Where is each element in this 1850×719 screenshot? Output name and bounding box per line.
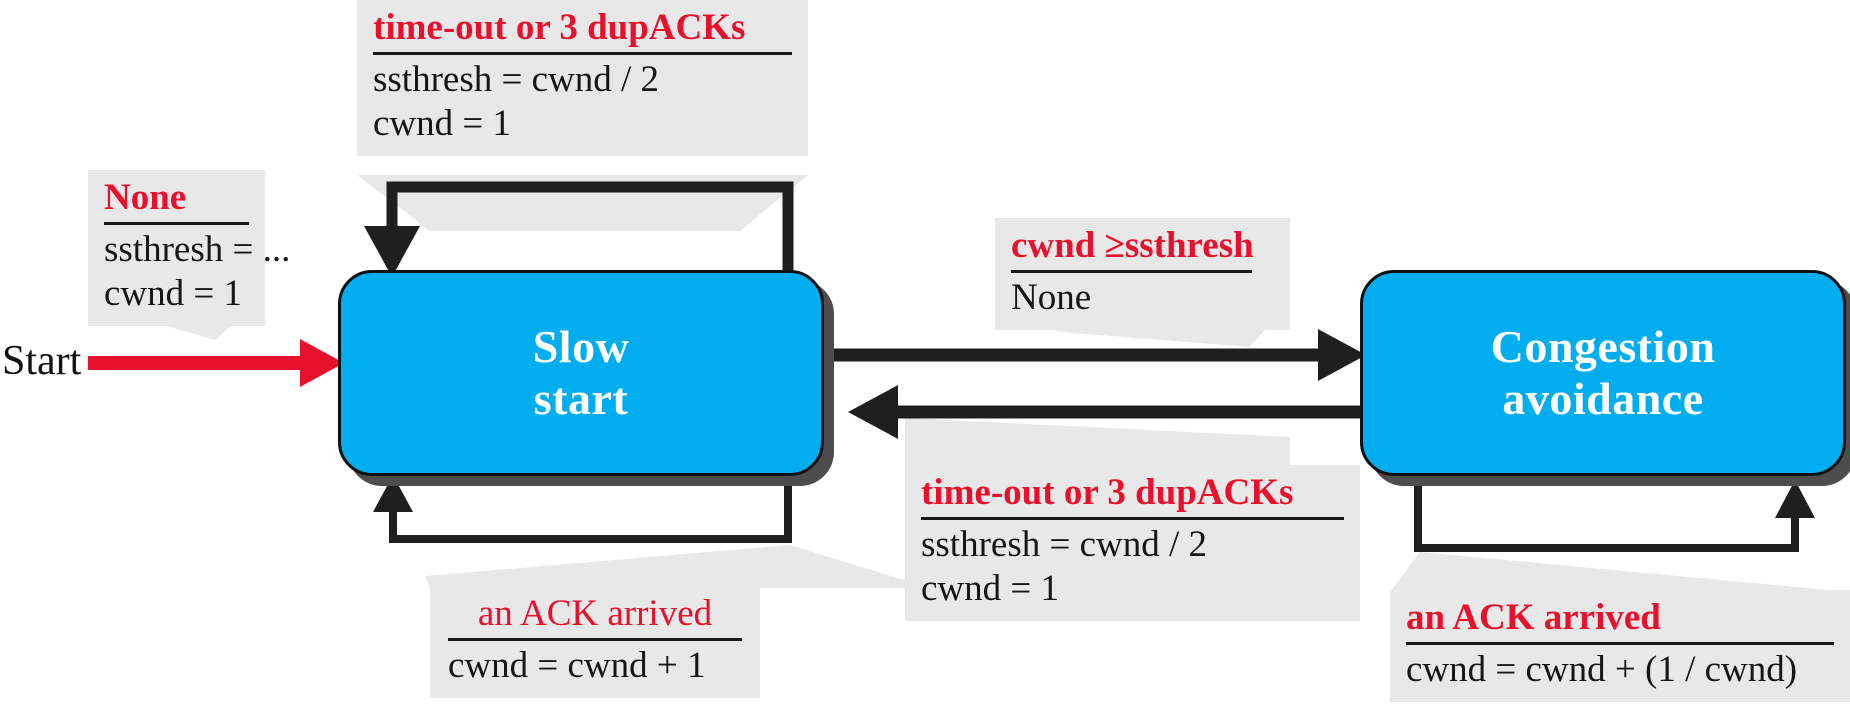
label-slow-start-ack-action-1: cwnd = cwnd + 1 xyxy=(448,644,706,686)
label-init-action-2: cwnd = 1 xyxy=(104,273,243,315)
transition-to-congestion-avoidance-arrow xyxy=(828,329,1366,381)
label-ca-loss-condition: time-out or 3 dupACKs xyxy=(921,472,1294,513)
label-slow-start-loss-condition: time-out or 3 dupACKs xyxy=(373,7,746,48)
label-to-congestion-avoidance: cwnd ≥ssthresh None xyxy=(995,218,1290,331)
state-slow-start[interactable]: Slow start xyxy=(338,270,824,476)
label-to-congestion-avoidance-divider xyxy=(1011,269,1252,273)
label-ca-ack: an ACK arrived cwnd = cwnd + (1 / cwnd) xyxy=(1390,590,1850,703)
label-slow-start-ack-divider xyxy=(448,637,742,641)
label-slow-start-loss-action-2: cwnd = 1 xyxy=(373,103,512,145)
label-slow-start-loss-divider xyxy=(373,51,792,55)
label-init-condition: None xyxy=(104,177,187,218)
label-ca-loss-divider xyxy=(921,516,1344,520)
label-slow-start-ack: an ACK arrived cwnd = cwnd + 1 xyxy=(430,586,760,699)
state-slow-start-line1: Slow xyxy=(532,321,630,373)
state-congestion-avoidance-line1: Congestion xyxy=(1490,321,1716,373)
label-to-congestion-avoidance-action-1: None xyxy=(1011,276,1092,318)
label-slow-start-loss: time-out or 3 dupACKs ssthresh = cwnd / … xyxy=(357,0,808,157)
transition-to-slow-start-arrow xyxy=(848,385,1360,439)
label-ca-loss: time-out or 3 dupACKs ssthresh = cwnd / … xyxy=(905,465,1360,622)
label-ca-ack-action-1: cwnd = cwnd + (1 / cwnd) xyxy=(1406,648,1798,690)
slow-start-ack-label-tail xyxy=(425,545,930,588)
slow-start-loss-selfloop-arrow xyxy=(364,181,794,277)
label-ca-loss-action-2: cwnd = 1 xyxy=(921,568,1060,610)
label-ca-ack-condition: an ACK arrived xyxy=(1406,597,1661,638)
label-to-congestion-avoidance-condition: cwnd ≥ssthresh xyxy=(1011,225,1254,266)
label-slow-start-loss-action-1: ssthresh = cwnd / 2 xyxy=(373,58,660,100)
state-slow-start-line2: start xyxy=(533,373,629,424)
state-congestion-avoidance-line2: avoidance xyxy=(1502,373,1704,424)
ca-ack-label-tail xyxy=(1390,552,1850,592)
state-congestion-avoidance[interactable]: Congestion avoidance xyxy=(1360,270,1846,476)
label-slow-start-ack-condition: an ACK arrived xyxy=(477,593,713,634)
label-init: None ssthresh = ... cwnd = 1 xyxy=(88,170,291,327)
label-init-divider xyxy=(104,221,249,225)
ca-loss-label-tail xyxy=(905,418,1290,472)
label-ca-ack-divider xyxy=(1406,641,1834,645)
start-label: Start xyxy=(2,338,82,384)
label-init-action-1: ssthresh = ... xyxy=(104,228,291,270)
label-ca-loss-action-1: ssthresh = cwnd / 2 xyxy=(921,523,1208,565)
start-arrow xyxy=(88,339,344,387)
slow-start-ack-selfloop-arrow xyxy=(373,470,792,543)
congestion-avoidance-ack-selfloop-arrow xyxy=(1414,470,1815,552)
